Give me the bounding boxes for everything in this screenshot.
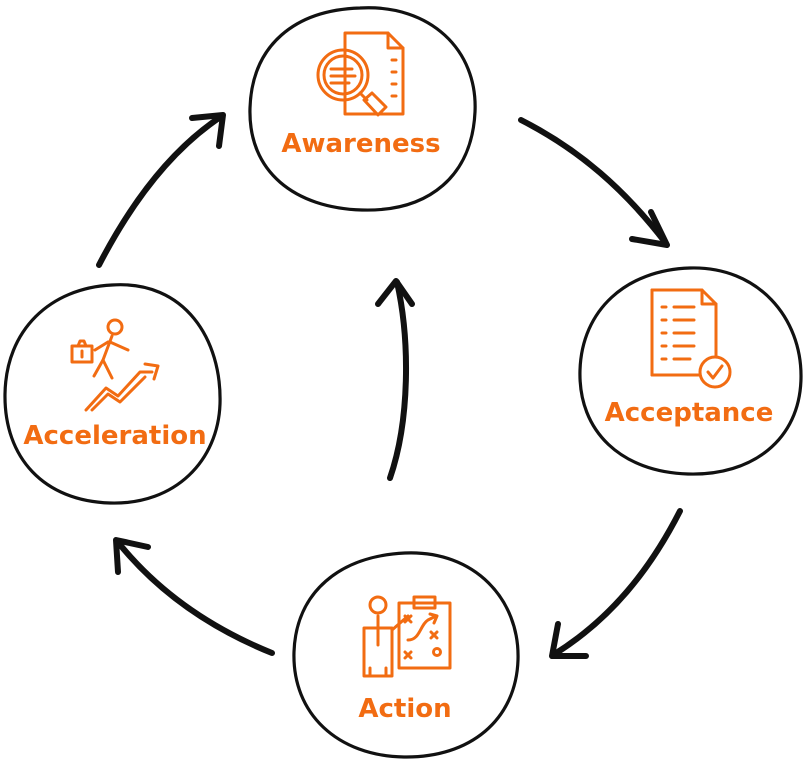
node-awareness: Awareness xyxy=(248,6,477,212)
node-acceptance: Acceptance xyxy=(578,266,803,476)
climbing-growth-arrow-icon xyxy=(70,318,160,412)
arrow-action-to-awareness xyxy=(375,278,415,481)
checklist-document-icon xyxy=(650,288,732,389)
acceleration-label: Acceleration xyxy=(23,421,206,451)
document-magnifier-icon xyxy=(316,31,405,117)
node-action: Action xyxy=(292,551,520,759)
awareness-label: Awareness xyxy=(281,129,440,159)
arrow-action-to-acceleration xyxy=(113,537,275,656)
strategy-board-presenter-icon xyxy=(362,595,452,678)
action-label: Action xyxy=(358,694,451,724)
node-acceleration: Acceleration xyxy=(3,283,222,505)
arrow-acceleration-to-awareness xyxy=(96,112,226,268)
awareness-circle xyxy=(248,6,477,212)
acceptance-circle xyxy=(578,266,803,476)
arrow-awareness-to-acceptance xyxy=(518,117,670,248)
acceptance-label: Acceptance xyxy=(605,398,774,428)
arrow-acceptance-to-action xyxy=(549,508,683,659)
